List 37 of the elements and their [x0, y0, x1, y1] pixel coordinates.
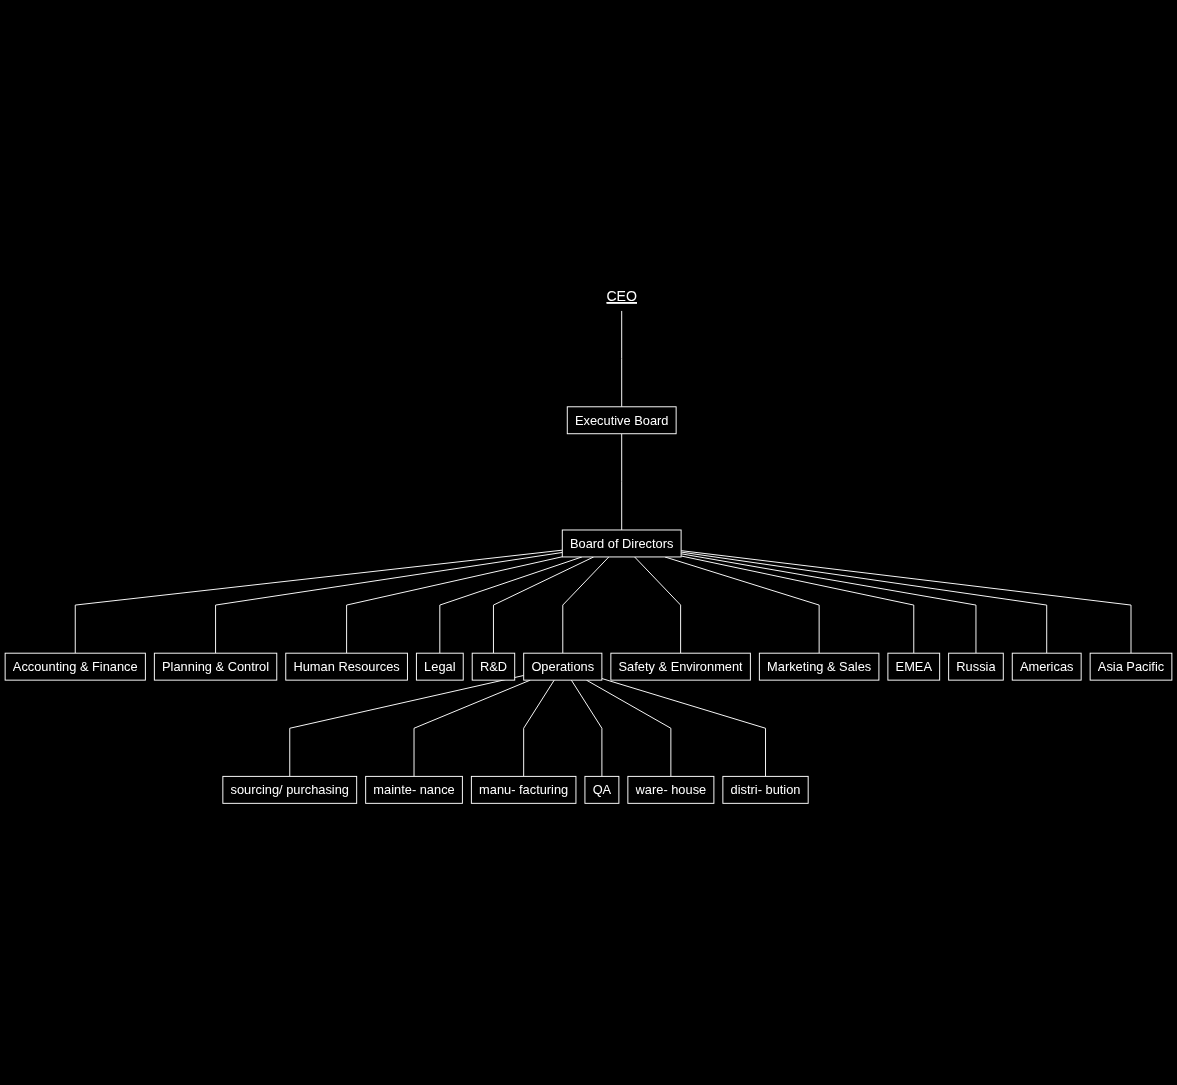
node-text: CEO	[606, 288, 637, 305]
node-box: mainte- nance	[365, 775, 463, 804]
connector	[680, 550, 1132, 654]
node-box: Safety & Environment	[610, 652, 751, 681]
node-box: Americas	[1011, 652, 1082, 681]
node-box: distri- bution	[722, 775, 809, 804]
node-box: Board of Directors	[561, 529, 682, 558]
connector	[621, 310, 623, 408]
node-box: EMEA	[887, 652, 941, 681]
node-box: Russia	[948, 652, 1004, 681]
connector	[74, 549, 563, 654]
node-box: Operations	[523, 652, 603, 681]
node-box: Executive Board	[566, 406, 677, 435]
connector	[289, 675, 525, 777]
connector	[680, 555, 915, 654]
connector	[215, 552, 563, 654]
connector	[570, 679, 603, 777]
node-box: sourcing/ purchasing	[222, 775, 358, 804]
connector	[492, 556, 595, 654]
connector	[634, 556, 682, 654]
connector	[523, 679, 555, 777]
connector	[562, 556, 610, 654]
node-box: manu- facturing	[470, 775, 577, 804]
connector	[680, 553, 977, 654]
node-box: Planning & Control	[153, 652, 278, 681]
node-box: Asia Pacific	[1089, 652, 1173, 681]
connector	[680, 551, 1048, 654]
node-box: QA	[584, 775, 620, 804]
node-box: ware- house	[627, 775, 715, 804]
node-box: Marketing & Sales	[758, 652, 880, 681]
connector	[621, 433, 623, 531]
node-box: Legal	[415, 652, 464, 681]
connector	[601, 678, 766, 777]
node-box: R&D	[471, 652, 516, 681]
connector	[346, 556, 563, 654]
node-box: Accounting & Finance	[4, 652, 146, 681]
node-box: Human Resources	[285, 652, 408, 681]
